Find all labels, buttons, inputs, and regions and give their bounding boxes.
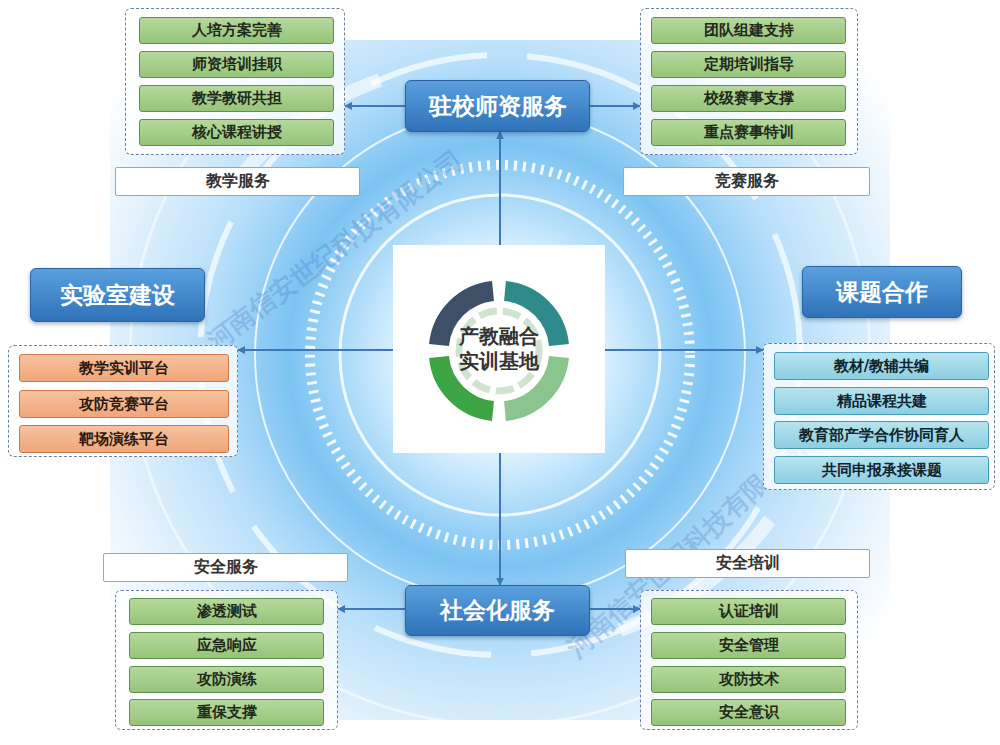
hub-title: 产教融合 实训基地 — [454, 324, 544, 374]
platform-item: 靶场演练平台 — [19, 425, 229, 453]
item-label: 重保支撑 — [197, 703, 257, 722]
service-item: 应急响应 — [129, 632, 324, 659]
arrow-connector — [605, 349, 763, 351]
item-label: 渗透测试 — [197, 602, 257, 621]
service-item: 渗透测试 — [129, 598, 324, 625]
service-item: 校级赛事支撑 — [651, 85, 846, 112]
item-label: 师资培训挂职 — [192, 55, 282, 74]
arrow-connector — [499, 453, 501, 585]
item-label: 团队组建支持 — [704, 21, 794, 40]
platform-item: 教学实训平台 — [19, 354, 229, 382]
dashed-group: 团队组建支持定期培训指导校级赛事支撑重点赛事特训 — [640, 8, 858, 155]
dashed-group: 渗透测试应急响应攻防演练重保支撑 — [115, 590, 338, 730]
decor-rings — [130, 0, 870, 725]
item-label: 竞赛服务 — [715, 171, 779, 192]
dashed-group: 教学实训平台攻防竞赛平台靶场演练平台 — [8, 345, 238, 457]
service-item: 教学教研共担 — [139, 85, 334, 112]
service-item: 安全意识 — [651, 699, 846, 726]
cooperation-item: 教育部产学合作协同育人 — [774, 421, 989, 449]
decor-arcs — [230, 80, 770, 630]
service-item: 团队组建支持 — [651, 17, 846, 44]
item-label: 攻防技术 — [719, 670, 779, 689]
item-label: 定期培训指导 — [704, 55, 794, 74]
dashed-group: 教材/教辅共编精品课程共建教育部产学合作协同育人共同申报承接课题 — [763, 343, 995, 490]
item-label: 共同申报承接课题 — [822, 461, 942, 480]
arrow-connector — [338, 608, 405, 610]
dashed-group: 认证培训安全管理攻防技术安全意识 — [640, 590, 858, 730]
service-item: 攻防演练 — [129, 666, 324, 693]
section-header: 安全服务 — [103, 553, 348, 582]
service-item: 人培方案完善 — [139, 17, 334, 44]
item-label: 教学教研共担 — [192, 89, 282, 108]
item-label: 教学服务 — [206, 171, 270, 192]
item-label: 攻防演练 — [197, 670, 257, 689]
item-label: 安全管理 — [719, 636, 779, 655]
item-label: 安全服务 — [194, 557, 258, 578]
arrow-connector — [238, 349, 393, 351]
cooperation-item: 精品课程共建 — [774, 387, 989, 415]
category-title: 课题合作 — [836, 277, 928, 308]
service-item: 师资培训挂职 — [139, 51, 334, 78]
cooperation-item: 教材/教辅共编 — [774, 352, 989, 380]
main-category-box: 课题合作 — [802, 266, 962, 318]
service-item: 安全管理 — [651, 632, 846, 659]
category-title: 实验室建设 — [60, 280, 175, 311]
main-category-box: 社会化服务 — [405, 585, 590, 636]
item-label: 攻防竞赛平台 — [79, 395, 169, 414]
service-item: 认证培训 — [651, 598, 846, 625]
item-label: 安全培训 — [716, 553, 780, 574]
item-label: 教材/教辅共编 — [834, 357, 929, 376]
cooperation-item: 共同申报承接课题 — [774, 456, 989, 484]
arrow-connector — [590, 105, 640, 107]
service-item: 重保支撑 — [129, 699, 324, 726]
item-label: 人培方案完善 — [192, 21, 282, 40]
section-header: 竞赛服务 — [623, 167, 870, 196]
platform-item: 攻防竞赛平台 — [19, 390, 229, 418]
section-header: 教学服务 — [115, 167, 360, 196]
section-header: 安全培训 — [625, 549, 870, 578]
main-category-box: 驻校师资服务 — [405, 80, 590, 132]
center-hub: 产教融合 实训基地 — [393, 245, 605, 453]
arrow-connector — [590, 608, 640, 610]
item-label: 核心课程讲授 — [192, 123, 282, 142]
arrow-connector — [345, 105, 405, 107]
item-label: 教学实训平台 — [79, 359, 169, 378]
main-category-box: 实验室建设 — [30, 268, 205, 322]
item-label: 教育部产学合作协同育人 — [799, 426, 964, 445]
dashed-group: 人培方案完善师资培训挂职教学教研共担核心课程讲授 — [125, 8, 345, 155]
arrow-connector — [499, 132, 501, 245]
category-title: 驻校师资服务 — [429, 91, 567, 122]
item-label: 靶场演练平台 — [79, 430, 169, 449]
category-title: 社会化服务 — [440, 595, 555, 626]
service-item: 定期培训指导 — [651, 51, 846, 78]
service-item: 重点赛事特训 — [651, 119, 846, 146]
service-item: 核心课程讲授 — [139, 119, 334, 146]
item-label: 认证培训 — [719, 602, 779, 621]
item-label: 安全意识 — [719, 703, 779, 722]
service-item: 攻防技术 — [651, 666, 846, 693]
item-label: 校级赛事支撑 — [704, 89, 794, 108]
item-label: 重点赛事特训 — [704, 123, 794, 142]
item-label: 精品课程共建 — [837, 392, 927, 411]
item-label: 应急响应 — [197, 636, 257, 655]
